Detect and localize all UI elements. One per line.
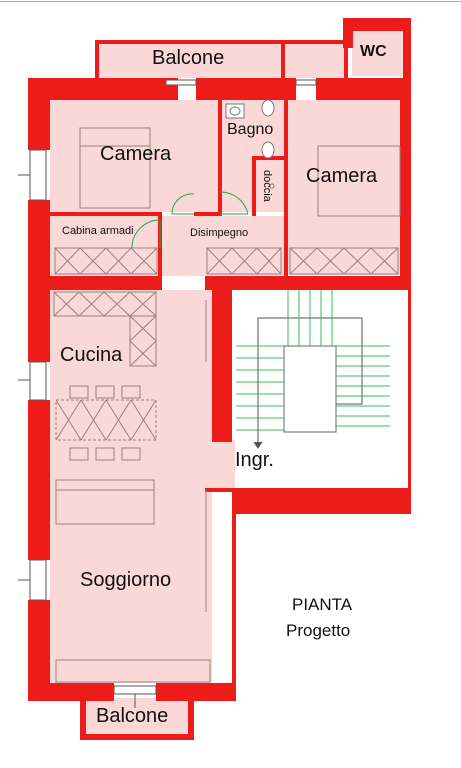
cucina-label: Cucina bbox=[60, 344, 123, 366]
doors bbox=[131, 191, 249, 249]
openings bbox=[18, 79, 317, 708]
cucina-soggiorno-floor bbox=[50, 290, 212, 683]
balcone-top-floor bbox=[97, 42, 347, 78]
wc-floor bbox=[352, 30, 404, 76]
doccia-label: doccia bbox=[261, 170, 273, 203]
balcone-top-label: Balcone bbox=[152, 47, 224, 69]
camera-right-label: Camera bbox=[306, 165, 378, 187]
cabina-armadi-label: Cabina armadi bbox=[62, 225, 134, 237]
balcone-bottom-label: Balcone bbox=[96, 705, 168, 727]
camera-left-floor bbox=[50, 100, 218, 212]
disimpegno-floor bbox=[162, 216, 284, 276]
wc-label: WC bbox=[360, 43, 387, 60]
disimpegno-label: Disimpegno bbox=[190, 227, 248, 239]
camera-left-label: Camera bbox=[100, 143, 172, 165]
room-labels: Balcone WC Camera Bagno doccia Camera Ca… bbox=[60, 43, 387, 727]
ingresso-label: Ingr. bbox=[235, 449, 274, 471]
stairwell bbox=[236, 290, 390, 449]
ingresso-floor bbox=[205, 440, 235, 490]
balcone-bottom-floor bbox=[86, 698, 188, 734]
plan-title: PIANTA Progetto bbox=[286, 595, 353, 640]
stair-landing bbox=[283, 345, 337, 433]
bagno-label: Bagno bbox=[227, 121, 273, 138]
furniture bbox=[53, 127, 401, 683]
soggiorno-label: Soggiorno bbox=[80, 569, 171, 591]
bathroom-fixtures bbox=[225, 99, 275, 189]
walls bbox=[28, 18, 411, 740]
camera-right-floor bbox=[288, 100, 400, 275]
plan-title-line1: PIANTA bbox=[292, 595, 353, 614]
plan-title-line2: Progetto bbox=[286, 621, 350, 640]
